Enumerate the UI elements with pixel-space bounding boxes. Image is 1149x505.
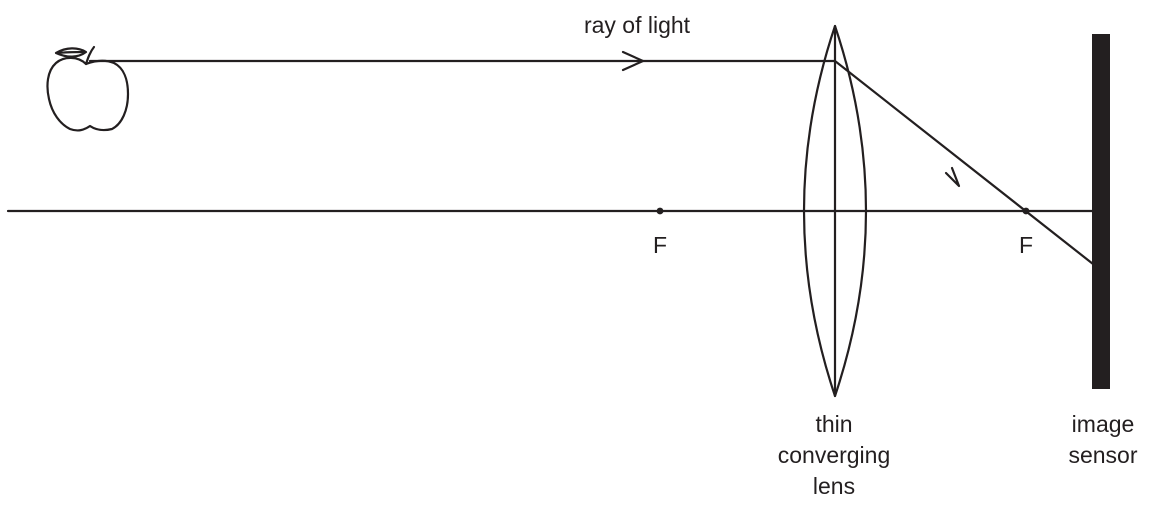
focal-point-right-label: F	[1019, 232, 1033, 258]
focal-point-left	[656, 207, 664, 215]
lens-label-line-2: converging	[778, 442, 891, 468]
focal-point-left-label: F	[653, 232, 667, 258]
refracted-ray	[833, 59, 1095, 266]
sensor-label-line-1: image	[1072, 411, 1135, 437]
focal-point-right	[1022, 207, 1030, 215]
lens-label-line-3: lens	[813, 473, 855, 499]
refracted-ray-arrow	[944, 166, 961, 188]
incident-ray-arrow	[621, 50, 645, 72]
ray-of-light-label: ray of light	[584, 12, 691, 38]
apple-icon	[46, 45, 130, 132]
sensor-label-line-2: sensor	[1068, 442, 1137, 468]
image-sensor	[1092, 34, 1110, 389]
lens-label-line-1: thin	[815, 411, 852, 437]
